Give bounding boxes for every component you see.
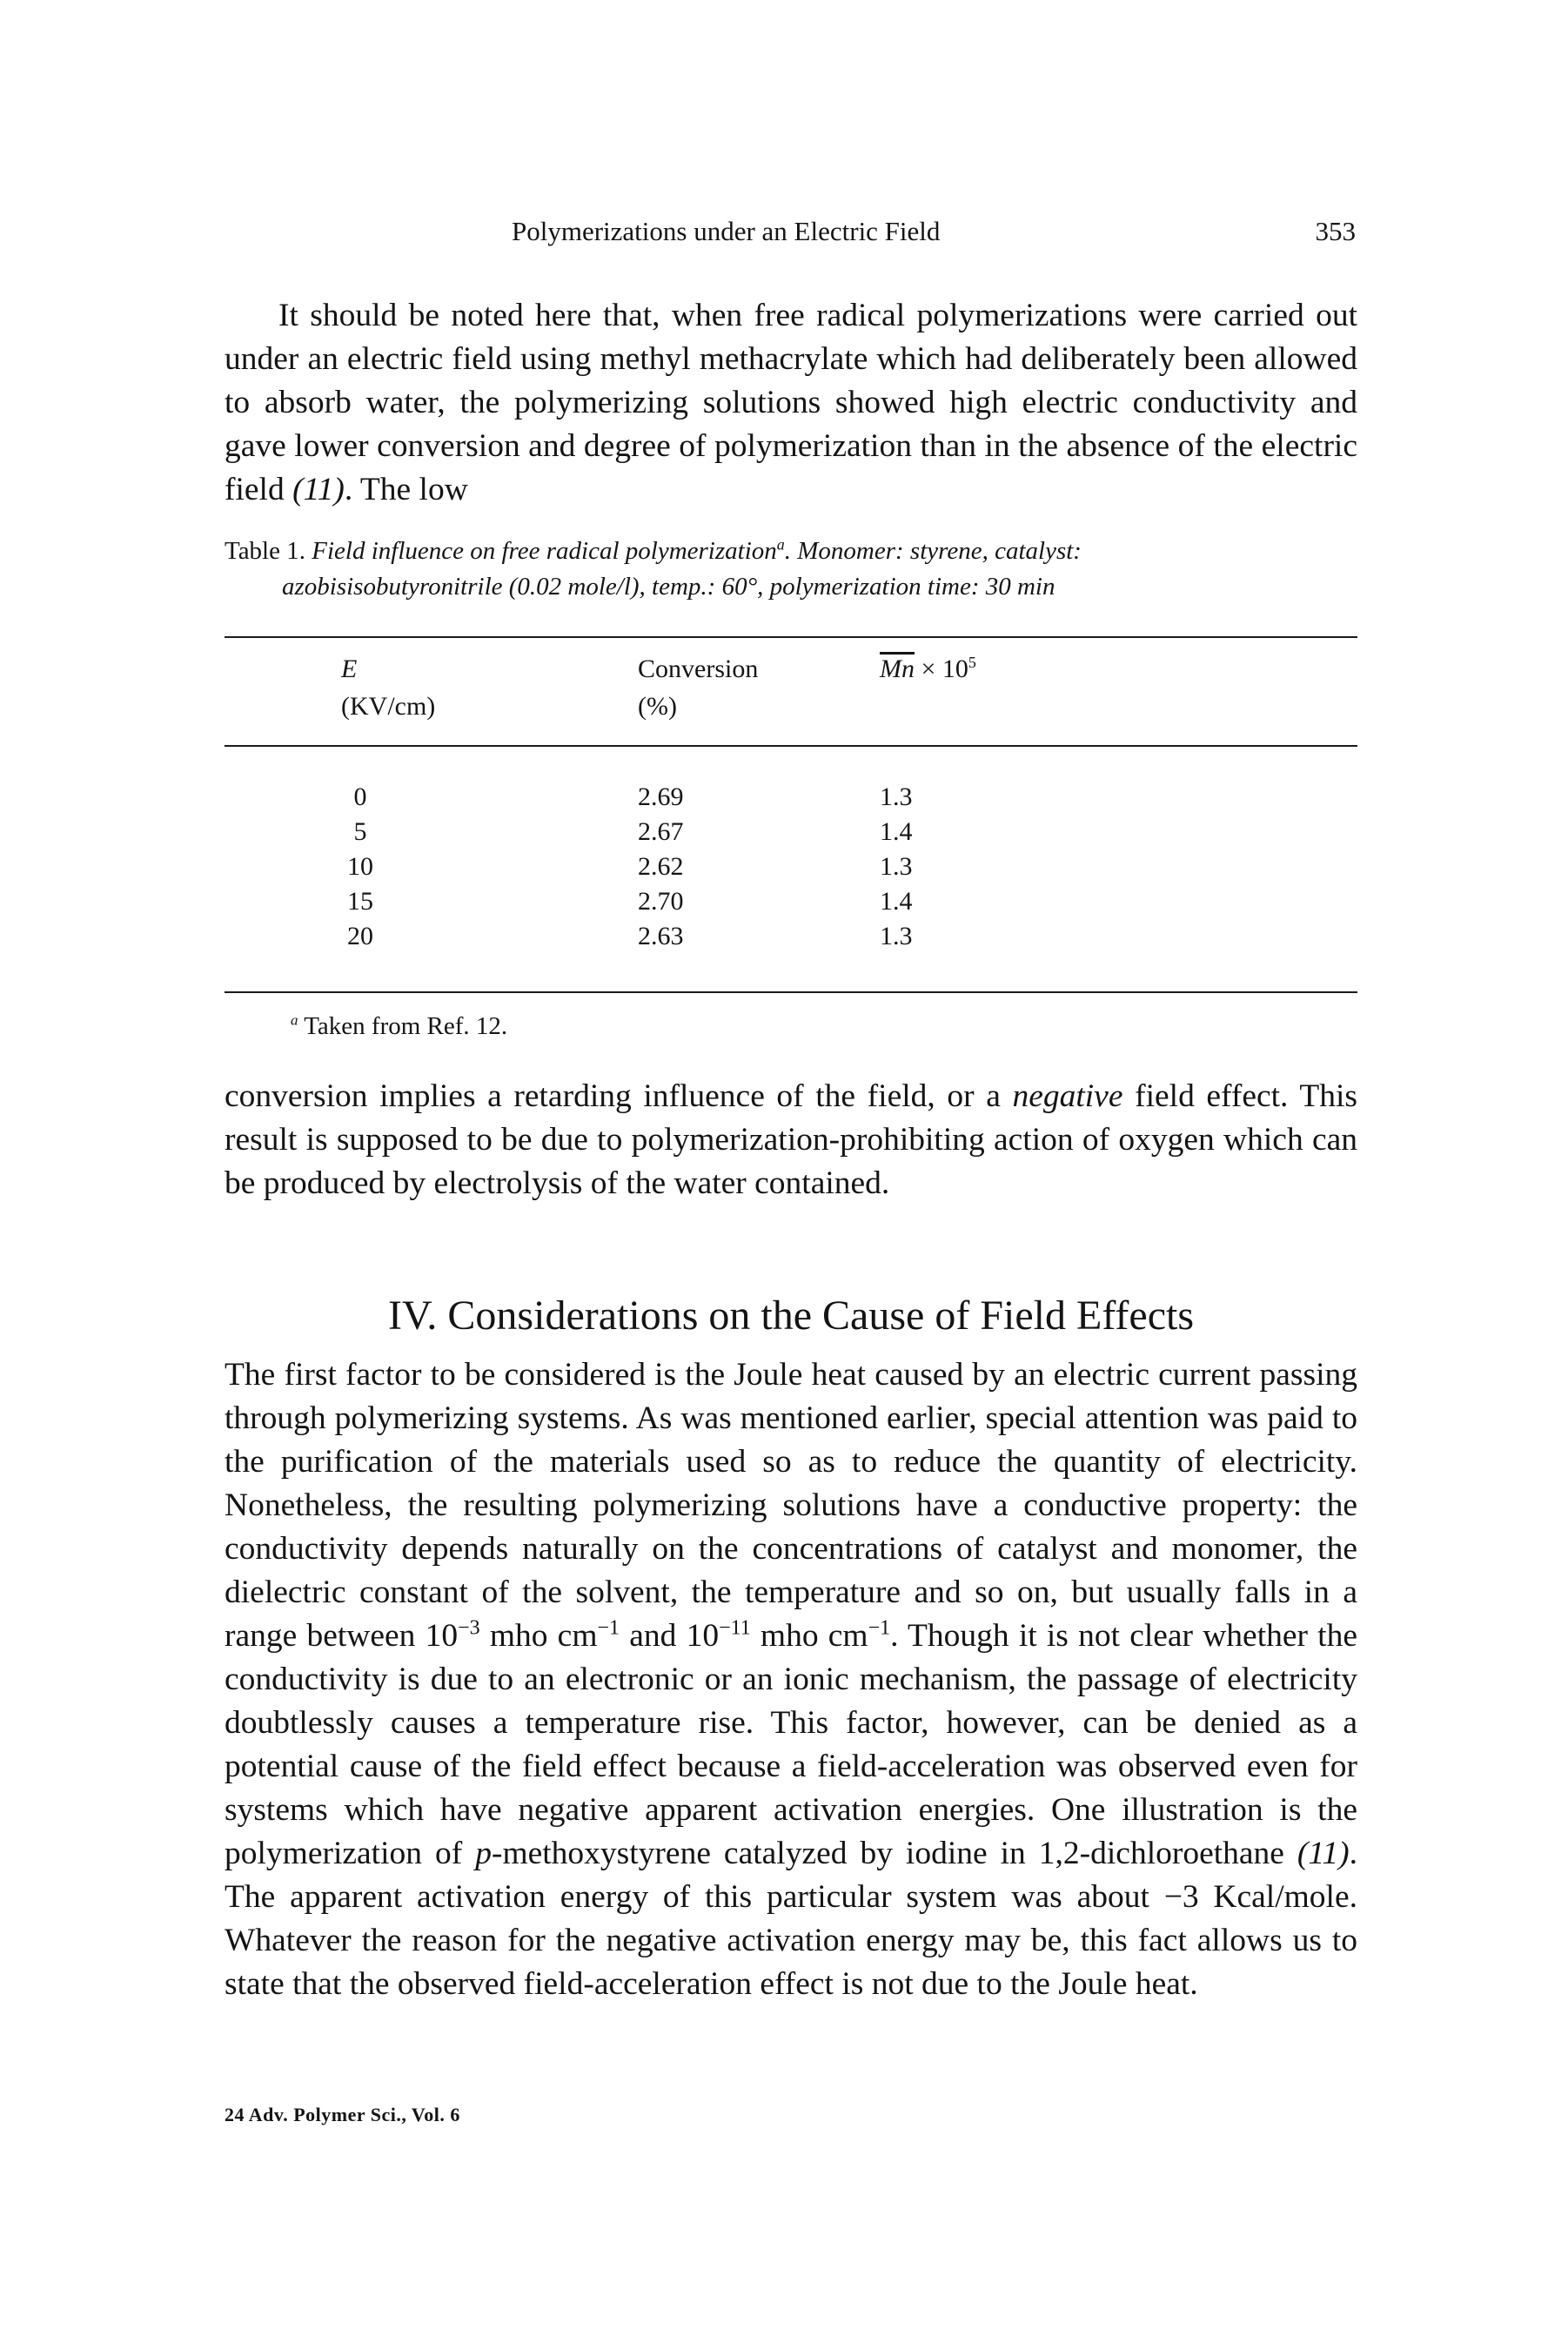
cell-conversion: 2.62 <box>638 852 684 881</box>
paragraph-retarding: conversion implies a retarding influence… <box>224 1075 1357 1205</box>
table-title-mark: a <box>776 535 785 554</box>
reference-11-b: (11) <box>1297 1836 1350 1871</box>
exponent-1: −3 <box>458 1616 480 1640</box>
joule-text-6: -methoxystyrene catalyzed by iodine in 1… <box>491 1836 1297 1871</box>
reference-11: (11) <box>292 472 345 507</box>
cell-conversion: 2.70 <box>638 887 684 916</box>
cell-mn: 1.3 <box>880 782 913 811</box>
table-header: E (KV/cm) Conversion (%) Mn × 105 <box>224 652 1357 739</box>
cell-mn: 1.3 <box>880 852 913 881</box>
cell-e: 15 <box>347 887 373 916</box>
table-header-rule <box>224 745 1357 747</box>
joule-text-7: . The apparent activation energy of this… <box>224 1836 1357 2002</box>
running-title: Polymerizations under an Electric Field <box>512 216 941 246</box>
table-details-2: azobisisobutyronitrile (0.02 mole/l), te… <box>282 573 1055 601</box>
column-header-conversion-unit: (%) <box>638 692 677 721</box>
exponent-4: −1 <box>868 1616 891 1640</box>
table-footnote: a Taken from Ref. 12. <box>291 1009 507 1044</box>
paragraph-intro-tail: . The low <box>344 472 468 507</box>
table-title: Field influence on free radical polymeri… <box>312 537 777 565</box>
paragraph-joule-heat: The first factor to be considered is the… <box>224 1353 1357 2006</box>
cell-e: 0 <box>353 782 367 811</box>
table-caption: Table 1. Field influence on free radical… <box>224 534 1357 605</box>
cell-e: 5 <box>353 817 367 846</box>
table-row: 10 2.62 1.3 <box>224 849 1357 884</box>
cell-conversion: 2.69 <box>638 782 684 811</box>
footnote-text: Taken from Ref. 12. <box>304 1012 508 1040</box>
column-header-conversion: Conversion (%) <box>638 652 758 727</box>
column-header-mn-exp: 5 <box>968 654 976 671</box>
table-row: 15 2.70 1.4 <box>224 884 1357 919</box>
joule-text-4: mho cm <box>750 1618 868 1654</box>
page-footer: 24 Adv. Polymer Sci., Vol. 6 <box>224 2104 460 2125</box>
joule-text-3: and 10 <box>620 1618 720 1654</box>
table-row: 20 2.63 1.3 <box>224 919 1357 954</box>
cell-e: 20 <box>347 922 373 950</box>
column-header-mn-times: × 10 <box>921 655 968 683</box>
paragraph-retarding-a: conversion implies a retarding influence… <box>224 1078 1001 1114</box>
paragraph-retarding-b: field effect. This result is supposed to… <box>224 1078 1358 1201</box>
table-label: Table 1. <box>224 537 305 565</box>
joule-text-1: The first factor to be considered is the… <box>224 1357 1357 1654</box>
table-details-1: . Monomer: styrene, catalyst: <box>784 537 1082 565</box>
exponent-2: −1 <box>597 1616 620 1640</box>
running-head: Polymerizations under an Electric Field … <box>224 216 1356 254</box>
cell-conversion: 2.67 <box>638 817 684 846</box>
paragraph-intro: It should be noted here that, when free … <box>224 294 1357 512</box>
joule-text-5: . Though it is not clear whether the con… <box>224 1618 1357 1871</box>
footnote-mark: a <box>291 1011 298 1029</box>
cell-mn: 1.4 <box>880 887 913 916</box>
section-heading: IV. Considerations on the Cause of Field… <box>387 1292 1195 1339</box>
table-bottom-rule <box>224 991 1357 993</box>
emphasis-negative: negative <box>1012 1078 1123 1114</box>
table-row: 5 2.67 1.4 <box>224 815 1357 849</box>
column-header-mn: Mn × 105 <box>880 652 976 689</box>
exponent-3: −11 <box>719 1616 751 1640</box>
cell-mn: 1.4 <box>880 817 913 846</box>
para-italic-p: p <box>475 1836 492 1871</box>
column-header-e-symbol: E <box>341 655 358 683</box>
column-header-e-unit: (KV/cm) <box>341 692 436 721</box>
cell-e: 10 <box>347 852 373 881</box>
cell-conversion: 2.63 <box>638 922 684 950</box>
table-top-rule <box>224 636 1357 638</box>
joule-text-2: mho cm <box>479 1618 598 1654</box>
column-header-e: E (KV/cm) <box>341 652 435 727</box>
column-header-mn-symbol: Mn <box>880 655 915 683</box>
cell-mn: 1.3 <box>880 922 913 950</box>
page-number: 353 <box>1315 216 1357 246</box>
paragraph-intro-text: It should be noted here that, when free … <box>224 298 1357 507</box>
table-row: 0 2.69 1.3 <box>224 780 1357 815</box>
column-header-conversion-label: Conversion <box>638 655 759 683</box>
